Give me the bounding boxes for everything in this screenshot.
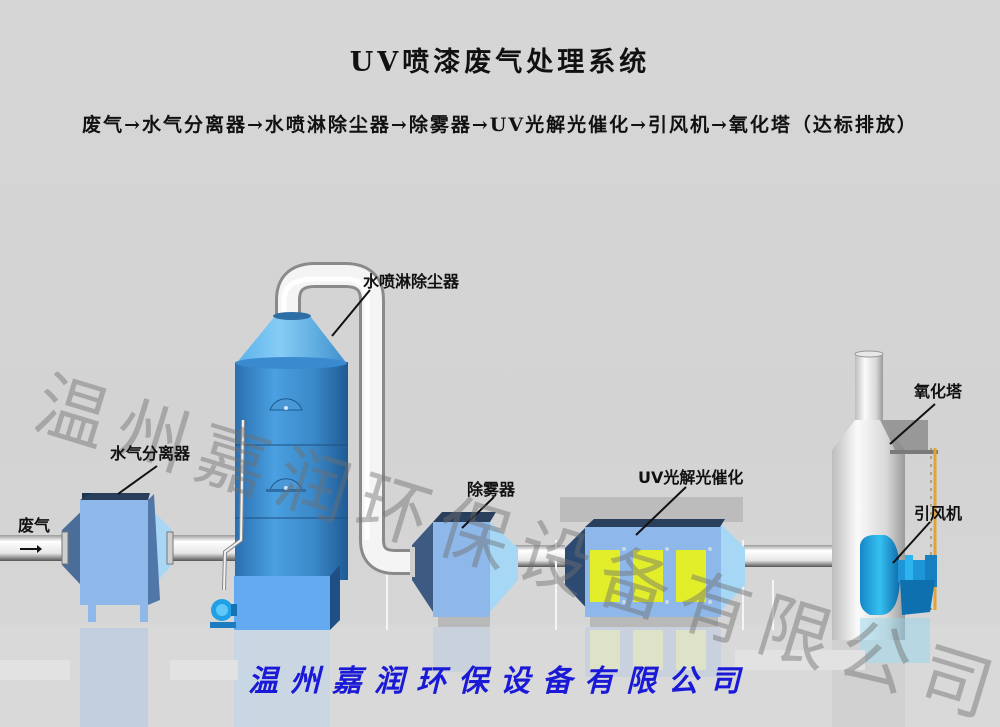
label-spray-scrubber: 水喷淋除尘器 bbox=[363, 272, 460, 291]
diagram-title: UV喷漆废气处理系统 bbox=[349, 47, 651, 78]
induced-draft-fan bbox=[860, 535, 937, 615]
uv-photolysis-unit bbox=[560, 497, 745, 627]
label-fan: 引风机 bbox=[914, 504, 963, 523]
water-separator bbox=[61, 493, 174, 622]
pipe-demister-to-uv bbox=[515, 545, 565, 567]
label-oxidation-tower: 氧化塔 bbox=[914, 382, 963, 401]
process-flow-text: 废气→水气分离器→水喷淋除尘器→除雾器→UV光解光催化→引风机→氧化塔（达标排放… bbox=[82, 114, 918, 136]
floor-reflection bbox=[0, 625, 1000, 727]
label-inlet-gas: 废气 bbox=[18, 516, 51, 535]
label-demister: 除雾器 bbox=[467, 480, 516, 499]
label-water-separator: 水气分离器 bbox=[110, 444, 191, 463]
equipment-reflections bbox=[0, 618, 930, 727]
spray-scrubber-tower bbox=[222, 262, 440, 630]
leader-lines bbox=[117, 289, 936, 564]
company-name: 温州嘉润环保设备有限公司 bbox=[248, 664, 752, 699]
label-uv-unit: UV光解光催化 bbox=[638, 468, 744, 487]
demister bbox=[410, 512, 518, 627]
circulation-pump bbox=[210, 599, 237, 628]
